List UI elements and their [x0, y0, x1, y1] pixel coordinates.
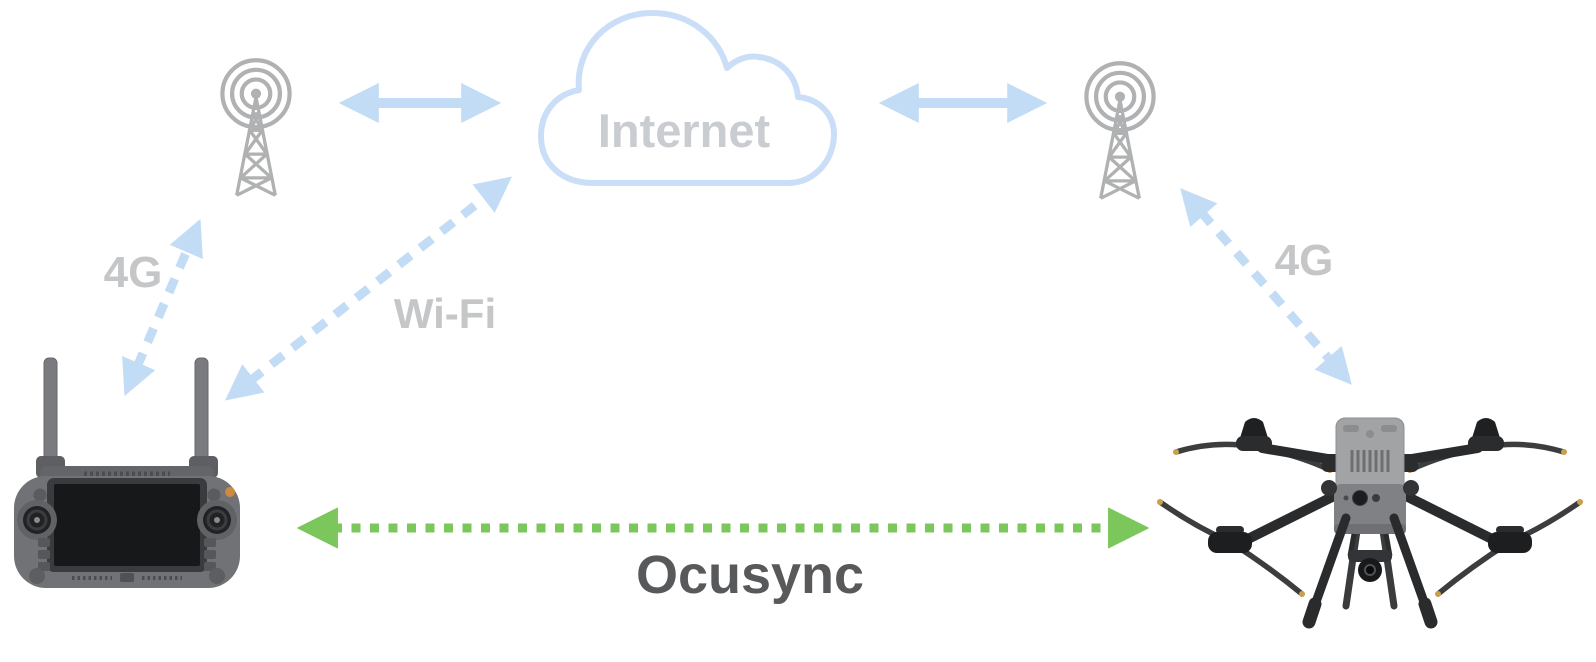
controller-buttons	[38, 538, 216, 571]
controller-joystick-right	[197, 500, 237, 540]
controller-power-led	[225, 487, 235, 497]
drone-landing-gear-front	[1302, 513, 1438, 629]
internet-cloud-icon	[538, 10, 837, 186]
drone-image	[1157, 417, 1583, 629]
dashed-arrow-wifi	[225, 176, 512, 401]
drone-body	[1321, 417, 1419, 534]
internet-label: Internet	[597, 104, 771, 157]
4g-left-label: 4G	[103, 248, 163, 297]
dashed-arrow-4g-left	[122, 218, 203, 397]
drone-landing-gear-rear	[1342, 520, 1398, 610]
drone-rotors	[1208, 418, 1532, 553]
cell-tower-icon-right	[1086, 63, 1153, 198]
remote-controller-image	[14, 357, 240, 588]
wifi-label: Wi-Fi	[393, 290, 497, 337]
controller-joystick-left	[17, 500, 57, 540]
dji-logo	[120, 573, 134, 582]
drone-gimbal-camera	[1347, 533, 1393, 582]
ocusync-label: Ocusync	[635, 545, 865, 605]
cell-tower-icon-left	[222, 60, 289, 195]
4g-right-label: 4G	[1274, 236, 1334, 285]
dashed-arrow-4g-right	[1180, 188, 1352, 385]
